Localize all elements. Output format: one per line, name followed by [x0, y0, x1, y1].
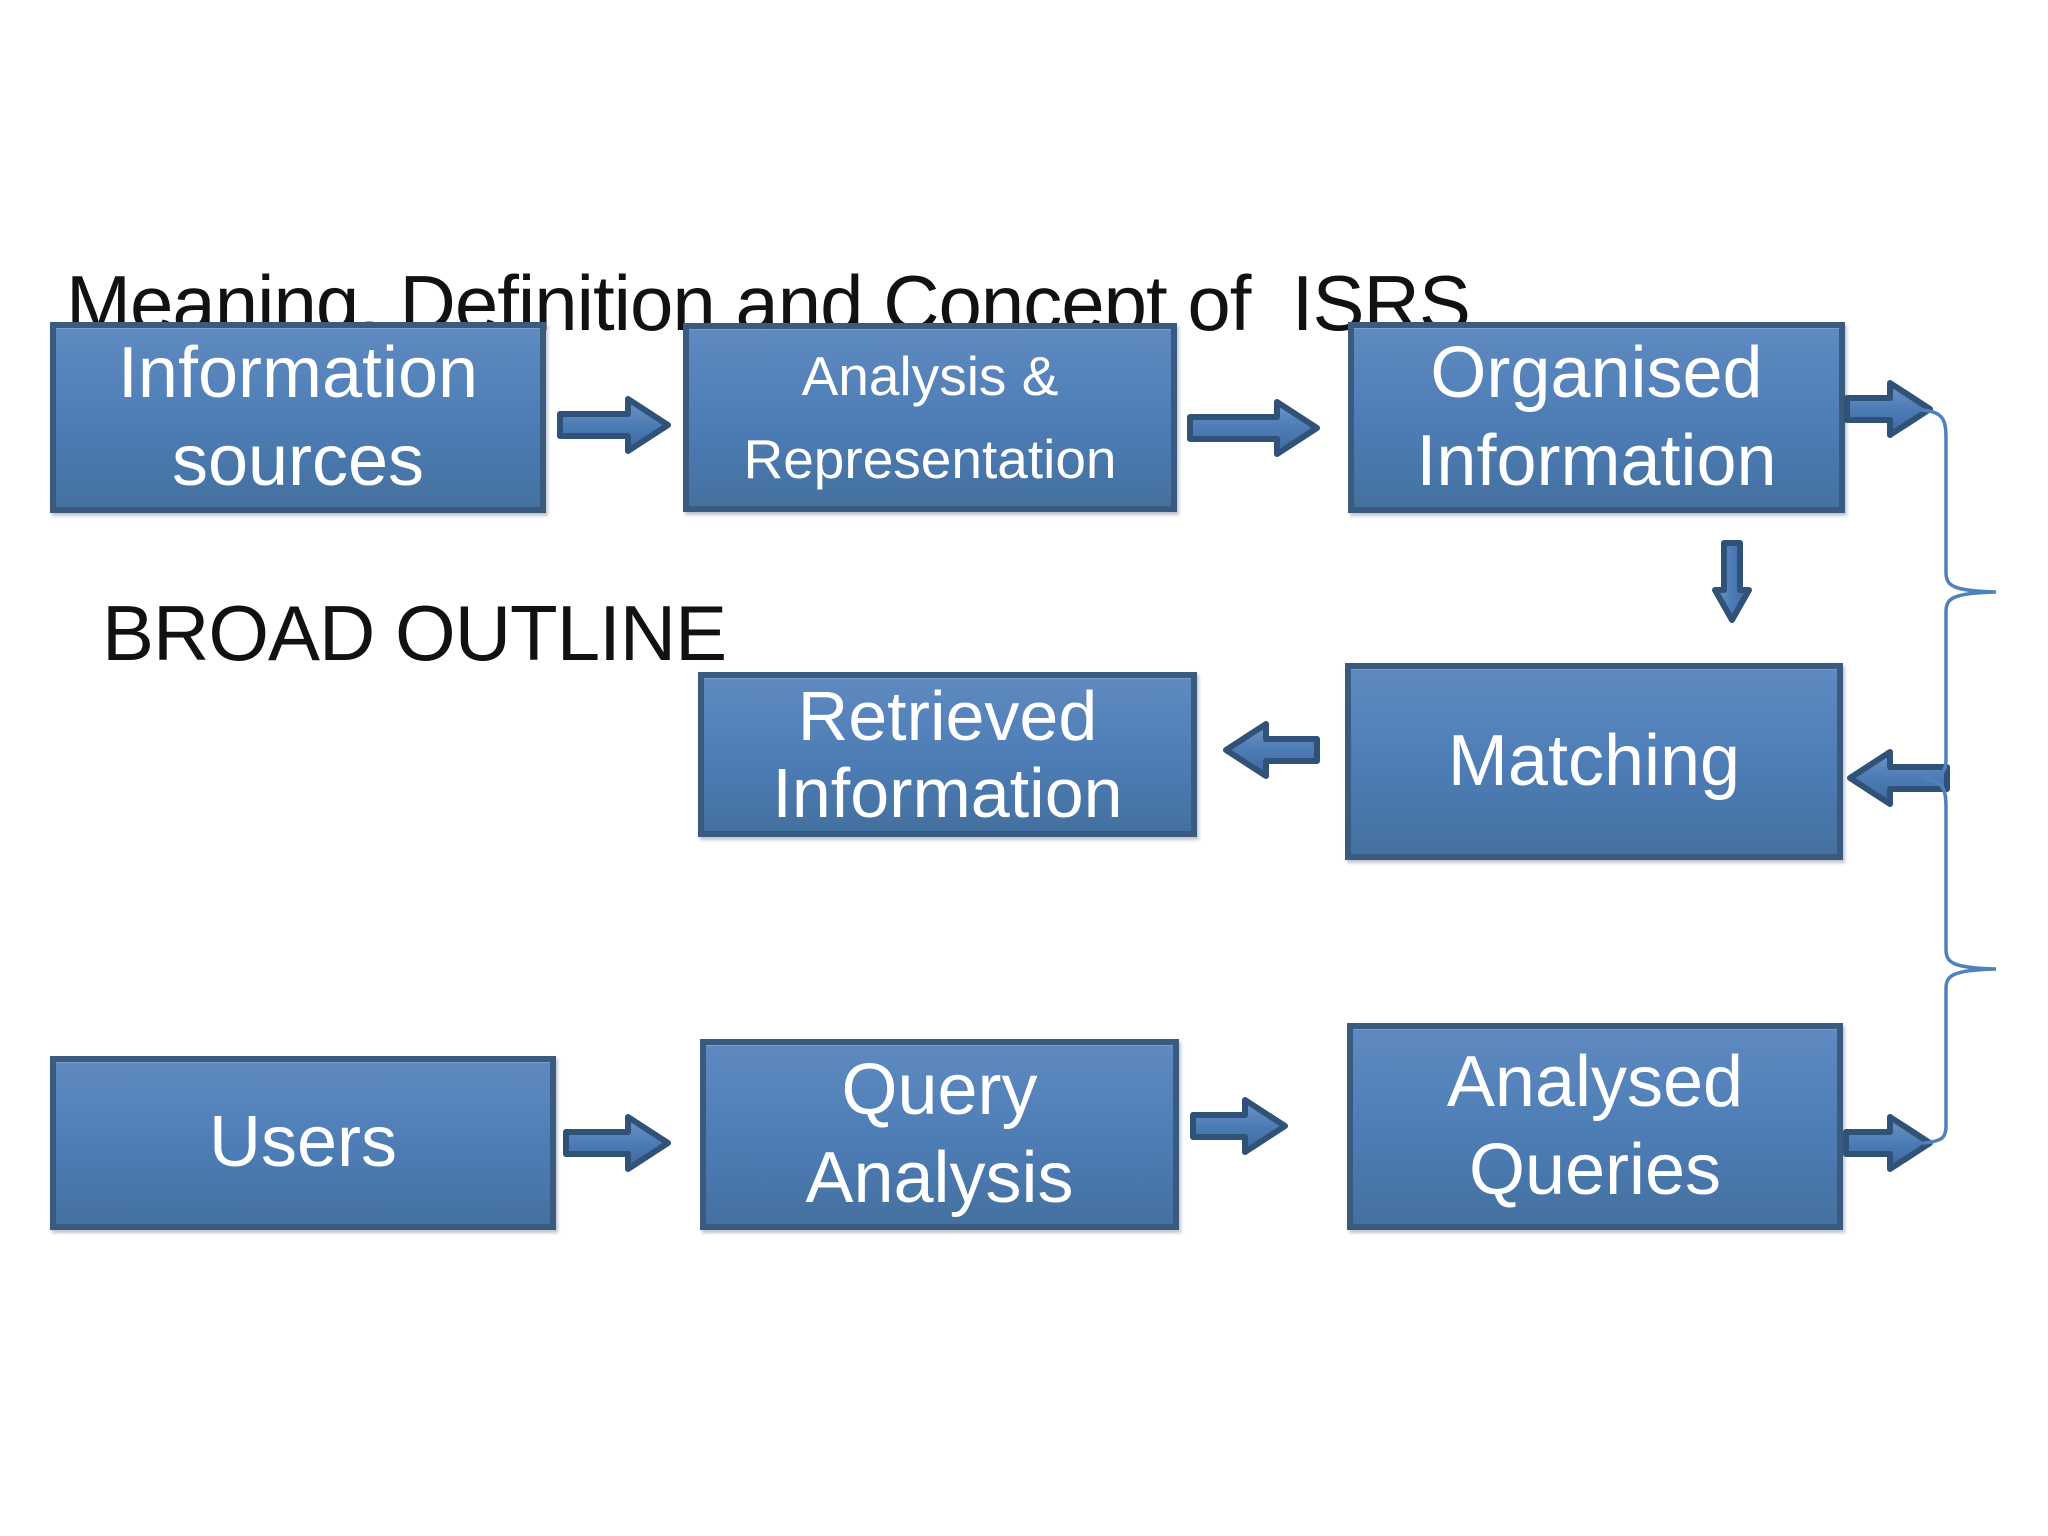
arrow-brace-to-matching-icon: [1847, 749, 1950, 807]
node-users-line1: Users: [208, 1102, 397, 1183]
node-analysis-representation: Analysis & Representation: [683, 323, 1177, 512]
node-organised-information-line1: Organised: [1430, 332, 1763, 413]
arrow-organised-to-brace-icon: [1844, 380, 1933, 438]
brace-organised-to-matching-icon: [1920, 408, 1997, 780]
node-analysed-queries-line1: Analysed: [1446, 1041, 1744, 1122]
node-analysis-representation-line2: Representation: [743, 427, 1117, 490]
arrow-organised-down-to-matching-icon: [1712, 540, 1752, 623]
node-information-sources: Information sources: [50, 322, 546, 513]
node-analysed-queries-line2: Queries: [1468, 1129, 1722, 1210]
brace-analysed-to-matching-icon: [1922, 777, 1997, 1145]
node-retrieved-information-line2: Information: [772, 753, 1123, 832]
node-retrieved-information: Retrieved Information: [698, 672, 1197, 837]
node-matching: Matching: [1345, 663, 1843, 860]
node-retrieved-information-line1: Retrieved: [797, 676, 1098, 755]
node-query-analysis-line2: Analysis: [805, 1137, 1074, 1218]
node-analysis-representation-line1: Analysis &: [801, 345, 1059, 407]
arrow-users-to-query-icon: [563, 1114, 671, 1172]
slide-title-line1: Meaning, Definition and Concept of ISRS: [66, 259, 1471, 347]
node-matching-line1: Matching: [1447, 720, 1741, 801]
node-query-analysis-line1: Query: [841, 1049, 1038, 1130]
node-information-sources-line2: sources: [171, 420, 425, 501]
node-query-analysis: Query Analysis: [700, 1039, 1179, 1230]
arrow-query-to-analysed-icon: [1190, 1097, 1288, 1155]
arrow-analysed-to-brace-icon: [1843, 1114, 1933, 1172]
node-information-sources-line1: Information: [117, 332, 479, 413]
node-analysed-queries: Analysed Queries: [1347, 1023, 1843, 1230]
node-organised-information: Organised Information: [1348, 322, 1845, 513]
node-organised-information-line2: Information: [1416, 420, 1777, 501]
node-users: Users: [50, 1056, 556, 1230]
slide-title-line2: BROAD OUTLINE: [102, 589, 727, 677]
slide-title: Meaning, Definition and Concept of ISRS …: [66, 28, 1471, 908]
